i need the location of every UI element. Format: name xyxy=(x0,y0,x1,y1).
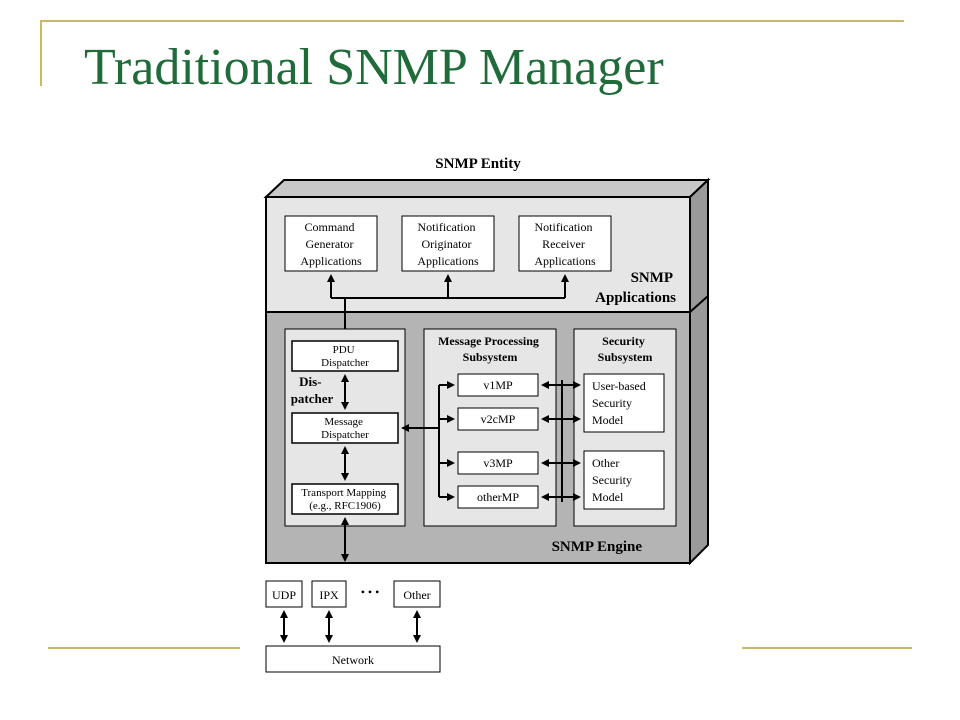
command-generator-box xyxy=(284,215,378,272)
udp-box xyxy=(265,580,303,608)
frame-top-face xyxy=(263,179,711,198)
v2cmp-label: v2cMP xyxy=(481,412,516,426)
other-security-model-box xyxy=(583,450,665,510)
dispatcher-label: Dis- patcher xyxy=(291,374,334,406)
message-dispatcher-box xyxy=(291,412,399,444)
message-dispatcher-label: Message Dispatcher xyxy=(321,416,369,441)
snmp-entity-label: SNMP Entity xyxy=(435,156,521,172)
ipx-box xyxy=(311,580,347,608)
notification-receiver-box xyxy=(518,215,612,272)
message-processing-title: Message Processing Subsystem xyxy=(438,334,542,364)
other-transport-box xyxy=(393,580,441,608)
user-based-security-model-box xyxy=(583,373,665,433)
transport-mapping-box xyxy=(291,483,399,515)
notification-originator-label: Notification Originator Applications xyxy=(417,220,479,268)
top-accent-line xyxy=(40,20,904,22)
other-transport-label: Other xyxy=(403,588,430,602)
network-box xyxy=(265,645,441,673)
transport-mapping-label: Transport Mapping (e.g., RFC1906) xyxy=(301,487,389,512)
bottom-right-accent-line xyxy=(742,647,912,649)
bottom-left-accent-line xyxy=(48,647,240,649)
security-arrows xyxy=(541,380,581,502)
v1mp-box xyxy=(457,373,539,397)
pdu-dispatcher-label: PDU Dispatcher xyxy=(321,344,369,369)
notification-receiver-label: Notification Receiver Applications xyxy=(534,220,596,268)
othermp-box xyxy=(457,485,539,509)
security-title: Security Subsystem xyxy=(598,334,653,364)
user-based-security-model-label: User-based Security Model xyxy=(592,379,649,427)
othermp-label: otherMP xyxy=(477,490,519,504)
mp-bus-arrows xyxy=(401,381,455,501)
v2cmp-box xyxy=(457,407,539,431)
v3mp-label: v3MP xyxy=(483,456,513,470)
applications-bus xyxy=(327,274,569,339)
left-accent-line xyxy=(40,20,42,86)
frame-right-face xyxy=(689,177,709,566)
udp-label: UDP xyxy=(272,588,296,602)
snmp-applications-label: SNMP Applications xyxy=(595,270,676,306)
snmp-engine-label: SNMP Engine xyxy=(552,539,643,555)
slide-title: Traditional SNMP Manager xyxy=(84,39,664,96)
command-generator-label: Command Generator Applications xyxy=(300,220,362,268)
ipx-label: IPX xyxy=(319,588,339,602)
network-arrows xyxy=(280,610,421,643)
notification-originator-box xyxy=(401,215,495,272)
network-label: Network xyxy=(332,653,374,667)
other-security-model-label: Other Security Model xyxy=(592,456,635,504)
transport-ellipsis: • • • xyxy=(361,585,380,599)
v1mp-label: v1MP xyxy=(483,378,513,392)
v3mp-box xyxy=(457,451,539,475)
pdu-dispatcher-box xyxy=(291,340,399,372)
